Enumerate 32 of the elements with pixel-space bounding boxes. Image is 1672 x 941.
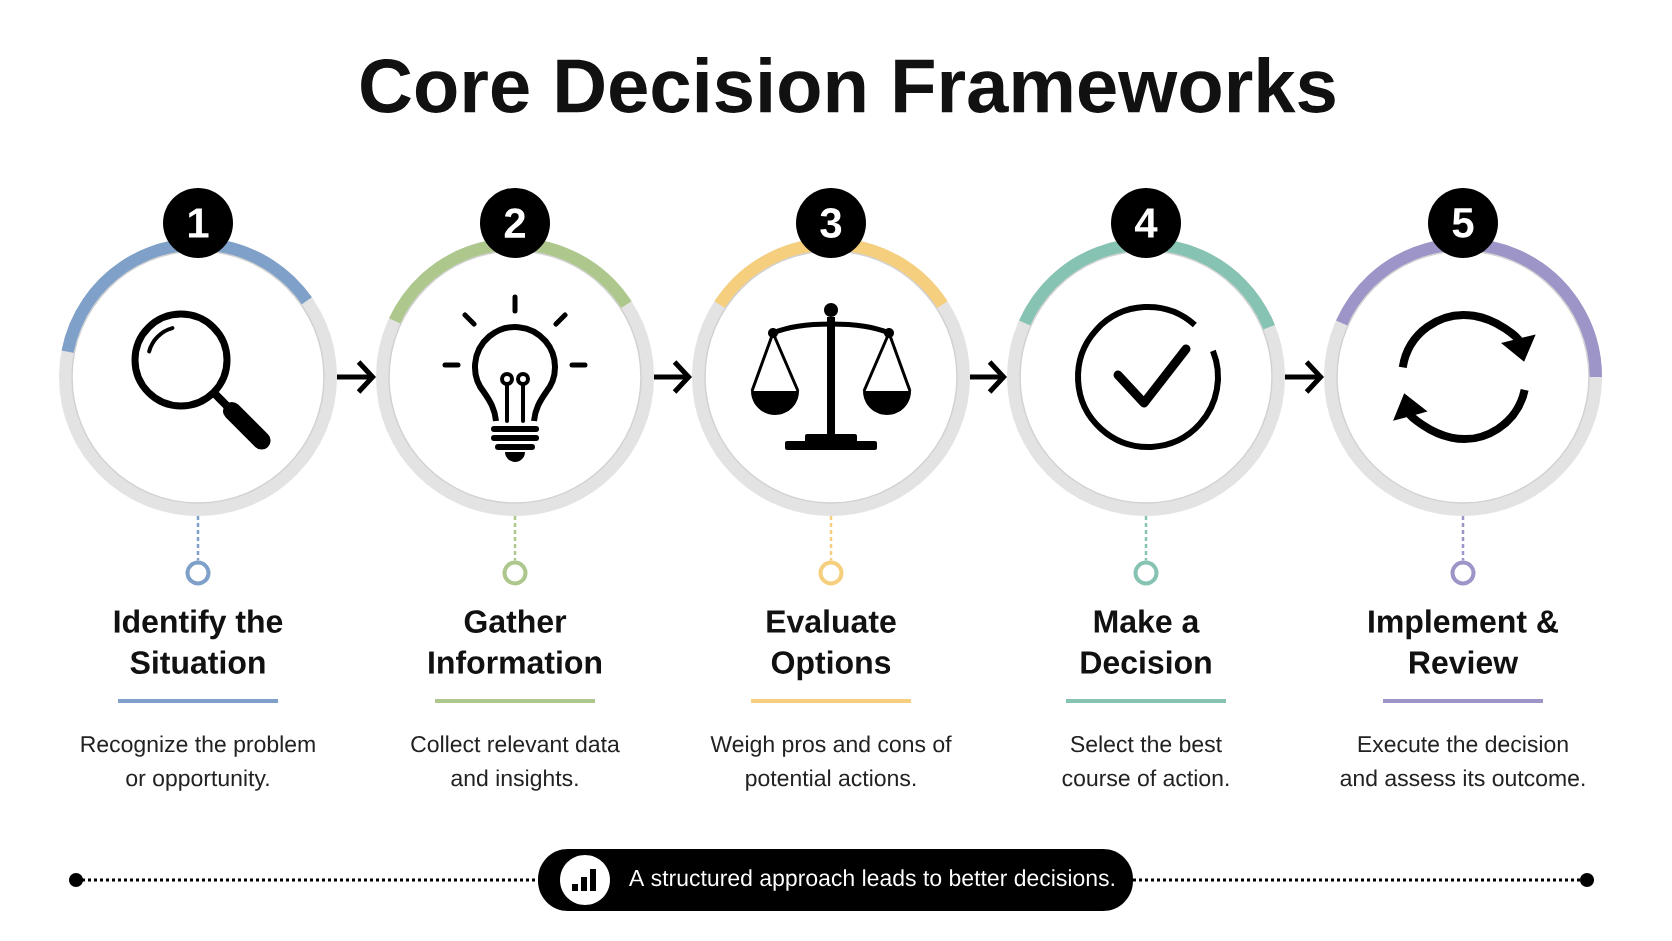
step-description: Recognize the problem or opportunity. bbox=[81, 735, 315, 791]
leader-line bbox=[1144, 516, 1148, 561]
ring-marker bbox=[1133, 560, 1159, 586]
number-badge: 5 bbox=[1428, 188, 1498, 258]
step-description: Select the best course of action. bbox=[1062, 735, 1229, 787]
number-badge: 1 bbox=[163, 188, 233, 258]
step-description: Collect relevant data and insights. bbox=[411, 735, 620, 791]
banner-pill: A structured approach leads to better decisions. bbox=[538, 849, 1133, 911]
step-heading: Implement & Review bbox=[1369, 609, 1558, 674]
step-circle bbox=[692, 238, 970, 516]
ring-marker bbox=[818, 560, 844, 586]
number-badge: 4 bbox=[1111, 188, 1181, 258]
step-heading: Gather Information bbox=[429, 609, 601, 674]
step-description: Execute the decision and assess its outcome. bbox=[1340, 735, 1585, 787]
step-heading: Identify the Situation bbox=[114, 609, 283, 674]
number-badge: 2 bbox=[480, 188, 550, 258]
leader-line bbox=[1461, 516, 1465, 561]
number-badge: 3 bbox=[796, 188, 866, 258]
leader-line bbox=[513, 516, 517, 561]
step-heading: Evaluate Options bbox=[767, 609, 896, 681]
step-heading: Make a Decision bbox=[1081, 609, 1211, 674]
step-circle bbox=[59, 238, 337, 516]
step-circle bbox=[1007, 238, 1285, 516]
step-circle bbox=[376, 238, 654, 516]
leader-line bbox=[196, 516, 200, 561]
step-description: Weigh pros and cons of potential actions. bbox=[710, 735, 952, 791]
ring-marker bbox=[185, 560, 211, 586]
ring-marker bbox=[1450, 560, 1476, 586]
leader-line bbox=[829, 516, 833, 561]
title: Core Decision Frameworks bbox=[361, 57, 1335, 113]
ring-marker bbox=[502, 560, 528, 586]
step-circle bbox=[1324, 238, 1602, 516]
